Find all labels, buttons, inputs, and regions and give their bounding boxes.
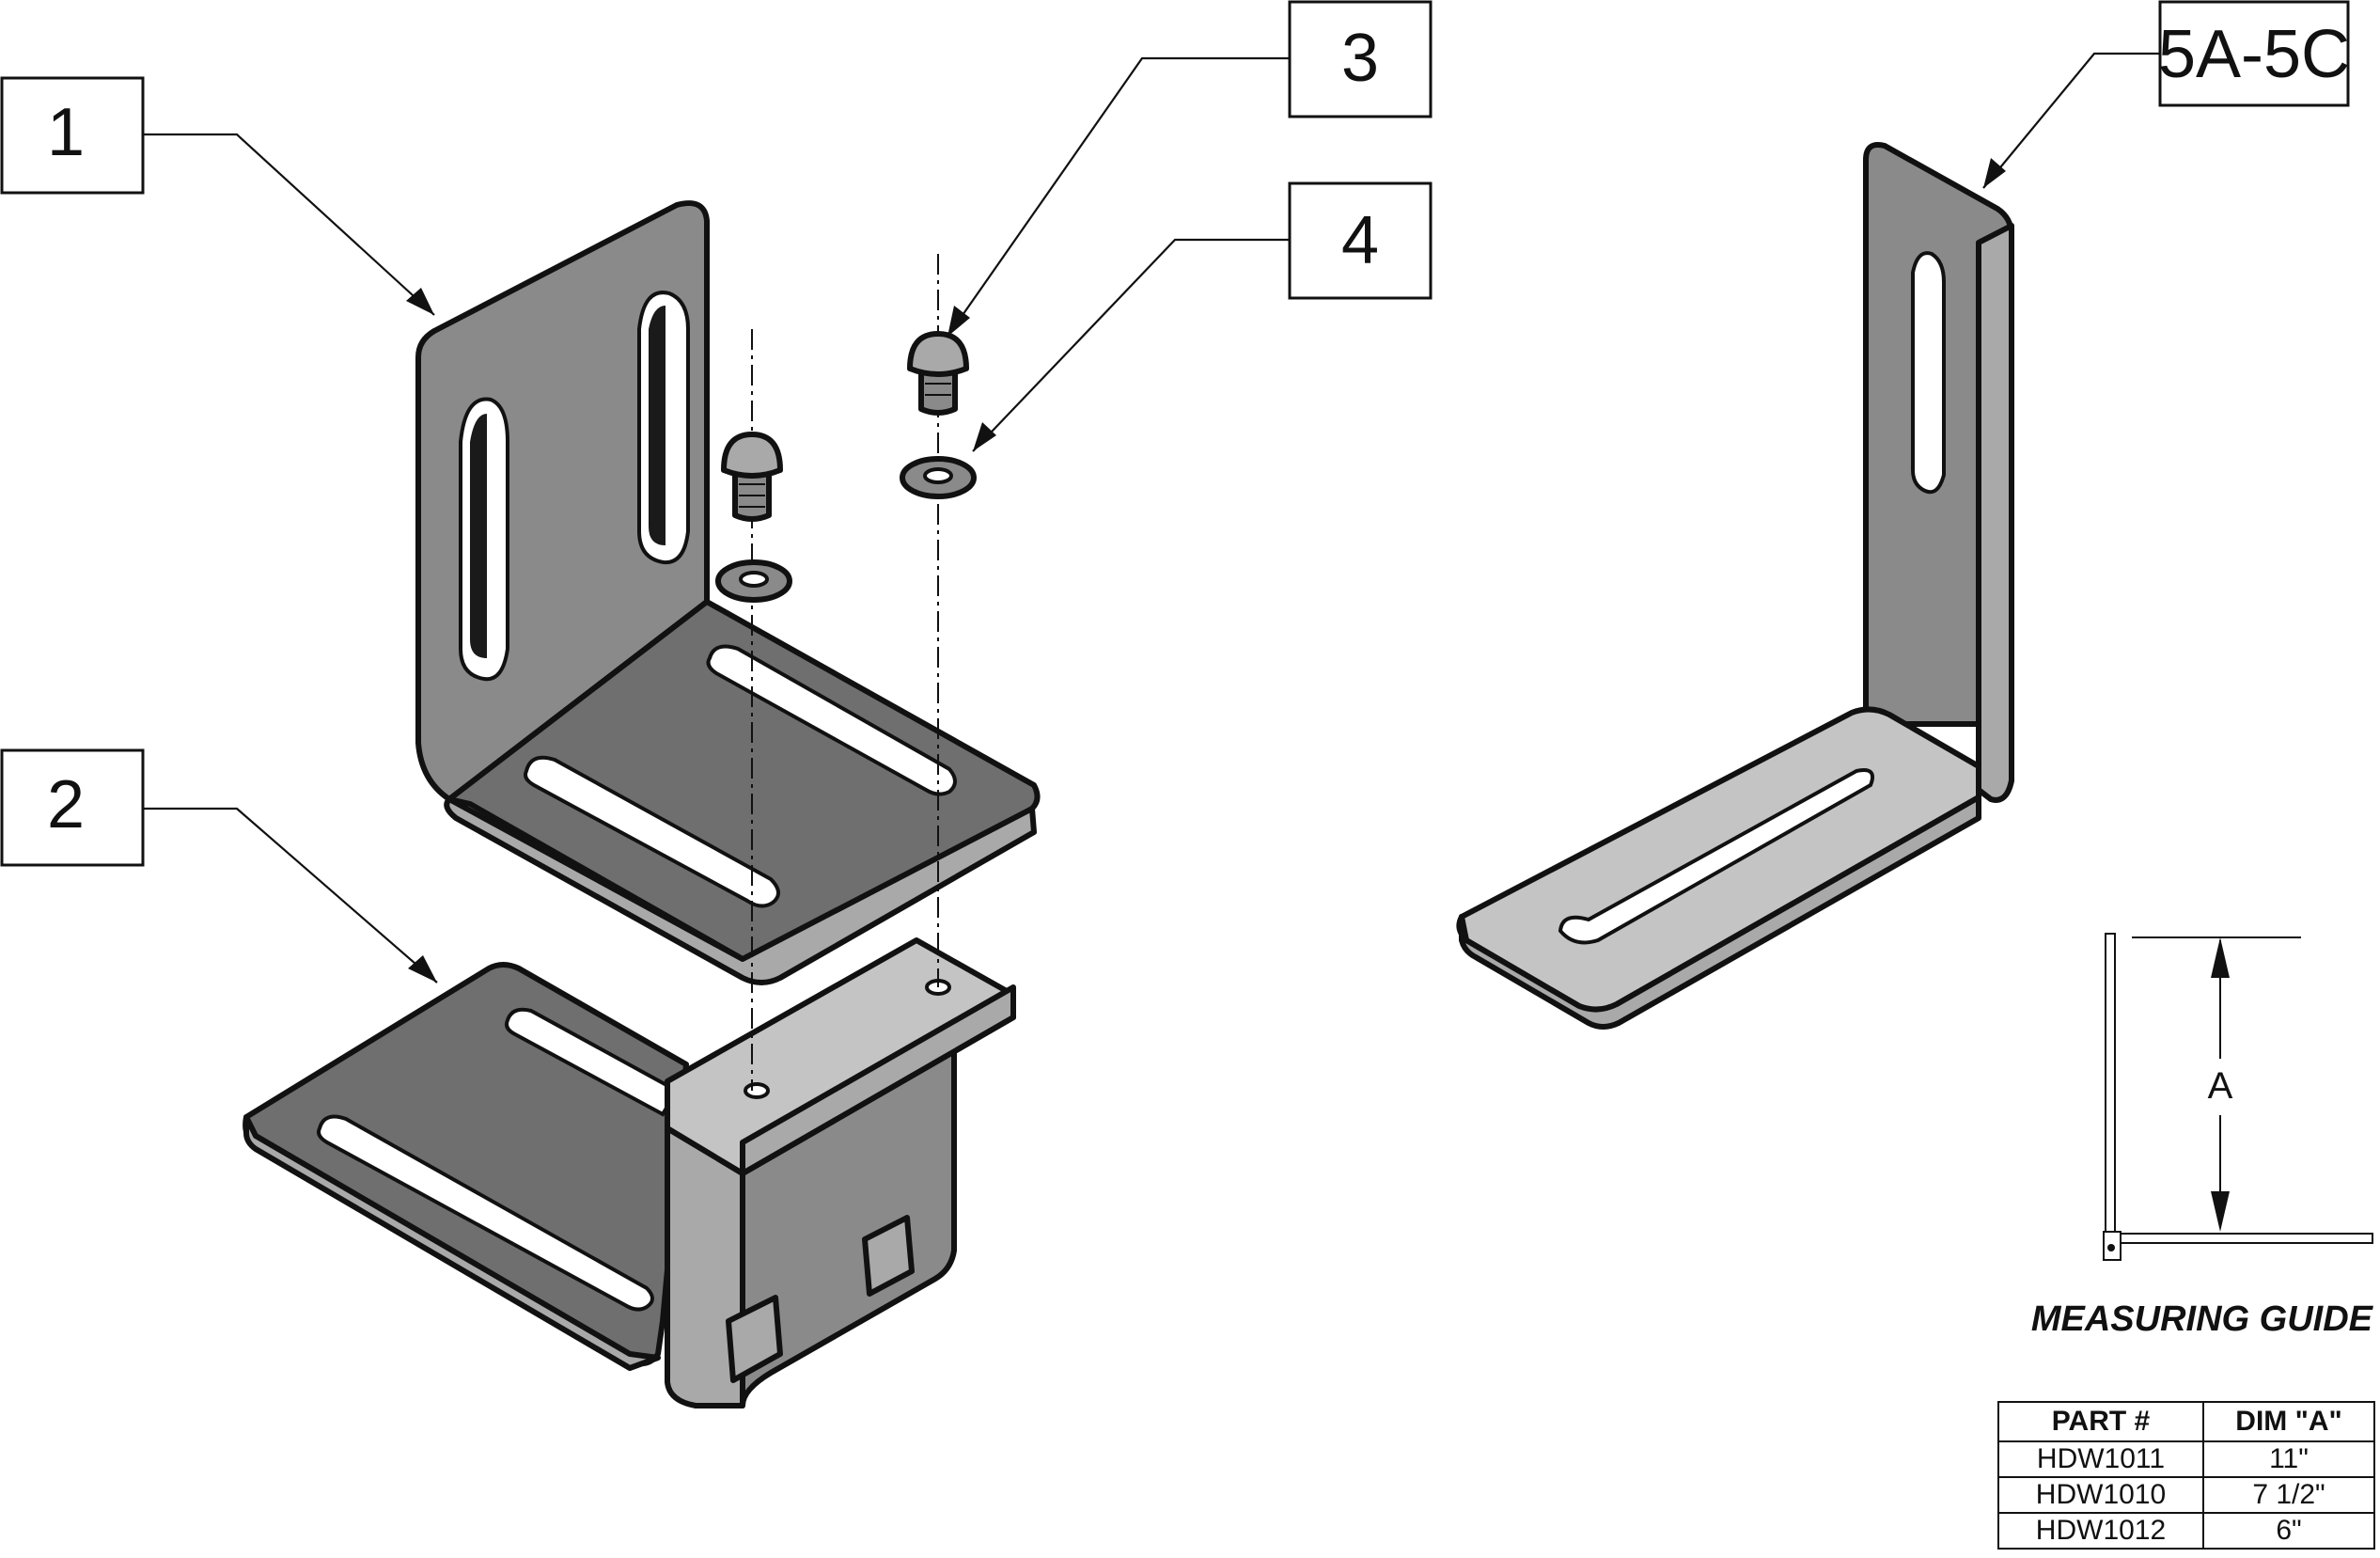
dim-a-cell: 6" [2202, 1512, 2375, 1550]
part-1-slot-bottom-left [524, 755, 780, 908]
measuring-guide-title: MEASURING GUIDE [2030, 1299, 2372, 1339]
svg-text:1: 1 [47, 95, 85, 170]
callout-4: 4 [972, 181, 1433, 452]
header-dim-a: DIM "A" [2202, 1401, 2375, 1442]
part-2-block-side [740, 1048, 957, 1408]
part-1-slot-left-shade [470, 414, 487, 658]
part-1-upper-bracket [415, 200, 1041, 985]
table-row: HDW1011 11" [1997, 1440, 2375, 1478]
part-5-upright-slot [1911, 251, 1946, 495]
callout-2: 2 [0, 748, 438, 984]
table-row: HDW1012 6" [1997, 1512, 2375, 1550]
dimension-a-label: A [2208, 1065, 2233, 1107]
part-2-block-front [665, 1125, 745, 1408]
svg-text:3: 3 [1341, 21, 1379, 96]
part-number-cell: HDW1011 [1997, 1440, 2204, 1478]
part-2-plate-edge [243, 1114, 661, 1371]
part-number-cell: HDW1010 [1997, 1476, 2204, 1514]
part-2-hole-left [744, 1082, 770, 1099]
part-1-slot-right-shade [649, 306, 665, 545]
screw-left [721, 432, 783, 522]
header-part-number: PART # [1997, 1401, 2204, 1442]
washer-left [715, 559, 792, 603]
part-2-clip-right [862, 1215, 915, 1297]
part-5-foot-edge [1459, 795, 1981, 1030]
svg-text:5A-5C: 5A-5C [2158, 17, 2350, 92]
part-1-bottom-plate-edge [444, 796, 1037, 985]
part-2-clip-left [726, 1295, 783, 1383]
part-2-slot-lower [317, 1114, 654, 1312]
part-number-cell: HDW1012 [1997, 1512, 2204, 1550]
part-2-lower-bracket [243, 937, 1016, 1408]
measuring-guide-sketch: A [2103, 933, 2373, 1261]
svg-text:4: 4 [1341, 203, 1379, 278]
part-5-bracket [1456, 142, 2014, 1030]
dim-a-cell: 7 1/2" [2202, 1476, 2375, 1514]
part-1-slot-bottom-right [706, 644, 957, 796]
part-5-foot-slot [1558, 768, 1875, 945]
screw-right [907, 331, 969, 416]
parts-table: PART # DIM "A" HDW1011 11" HDW1010 7 1/2… [1997, 1401, 2375, 1550]
part-5-upright-edge [1976, 223, 2014, 803]
fasteners [715, 254, 977, 1091]
svg-text:2: 2 [47, 767, 85, 842]
parts-table-header-row: PART # DIM "A" [1997, 1401, 2375, 1442]
washer-right [900, 456, 977, 499]
callout-5a-5c: 5A-5C [1982, 0, 2350, 189]
table-row: HDW1010 7 1/2" [1997, 1476, 2375, 1514]
callout-1: 1 [0, 76, 435, 316]
part-2-top-cap-edge [740, 984, 1016, 1176]
callout-3: 3 [947, 0, 1433, 338]
dim-a-cell: 11" [2202, 1440, 2375, 1478]
